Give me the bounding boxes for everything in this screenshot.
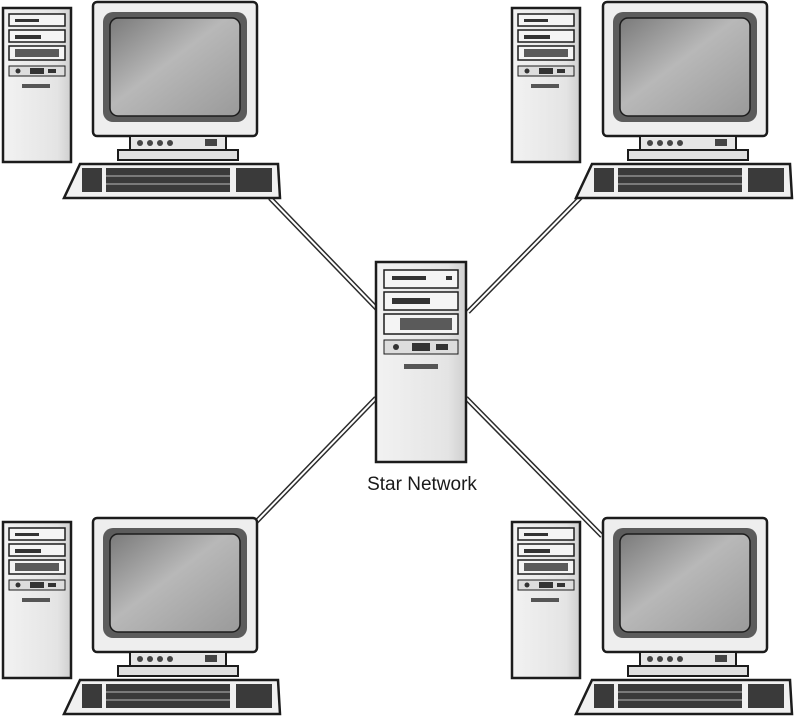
network-cables [254,194,604,538]
diagram-caption: Star Network [367,474,477,495]
tower-case-icon [1,520,73,680]
crt-monitor-icon [601,0,769,161]
cable-bottom-left [254,396,378,524]
tower-case-icon [1,6,73,164]
keyboard-icon [574,678,794,716]
central-hub-server [374,260,468,464]
tower-case-icon [510,6,582,164]
cable-top-right [466,194,584,314]
crt-monitor-icon [601,516,769,677]
crt-monitor-icon [91,516,259,677]
keyboard-icon [62,162,282,200]
cable-bottom-right [464,396,604,538]
workstation-bottom-left [1,516,282,716]
keyboard-icon [574,162,794,200]
workstation-top-right [510,0,794,200]
workstation-top-left [1,0,282,200]
crt-monitor-icon [91,0,259,161]
keyboard-icon [62,678,282,716]
cable-top-left [268,196,382,314]
workstation-bottom-right [510,516,794,716]
tower-case-icon [510,520,582,680]
server-tower-icon [374,260,468,464]
